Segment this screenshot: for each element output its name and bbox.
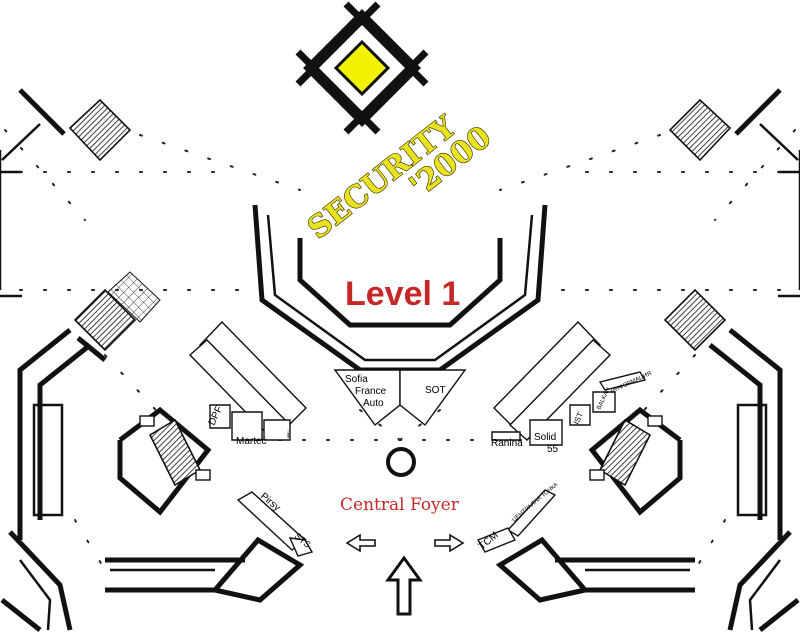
- center-bottom-booths: [333, 369, 467, 427]
- security-logo: SECURITY '2000: [295, 1, 499, 247]
- central-foyer-label: Central Foyer: [340, 495, 460, 515]
- outer-walls: [0, 88, 800, 632]
- fountain-icon: [386, 447, 416, 477]
- side-small-rooms: [139, 415, 663, 481]
- booth-label-solid: Solid: [534, 432, 556, 443]
- booth-label-france: France: [355, 386, 387, 397]
- left-arrow-icon: [345, 533, 376, 553]
- entrance-arrow-icon: [385, 555, 423, 616]
- right-inner-booth-row: [491, 320, 647, 446]
- level-title: Level 1: [345, 275, 460, 313]
- booth-label-sot: SOT: [425, 385, 446, 396]
- staircase-icon: [68, 98, 732, 487]
- booth-label-sofia: Sofia: [345, 374, 368, 385]
- booth-label-55: 55: [547, 444, 559, 455]
- info-marker: i: [287, 430, 289, 441]
- lower-corner-booths: [236, 489, 557, 557]
- right-arrow-icon: [434, 533, 465, 553]
- booth-label-ranina: Ranina: [491, 438, 523, 449]
- booth-label-auto: Auto: [363, 398, 384, 409]
- diamond-frame-icon: [295, 1, 429, 135]
- left-inner-booth-row: [188, 320, 307, 441]
- booth-label-martec: Martec: [236, 436, 267, 447]
